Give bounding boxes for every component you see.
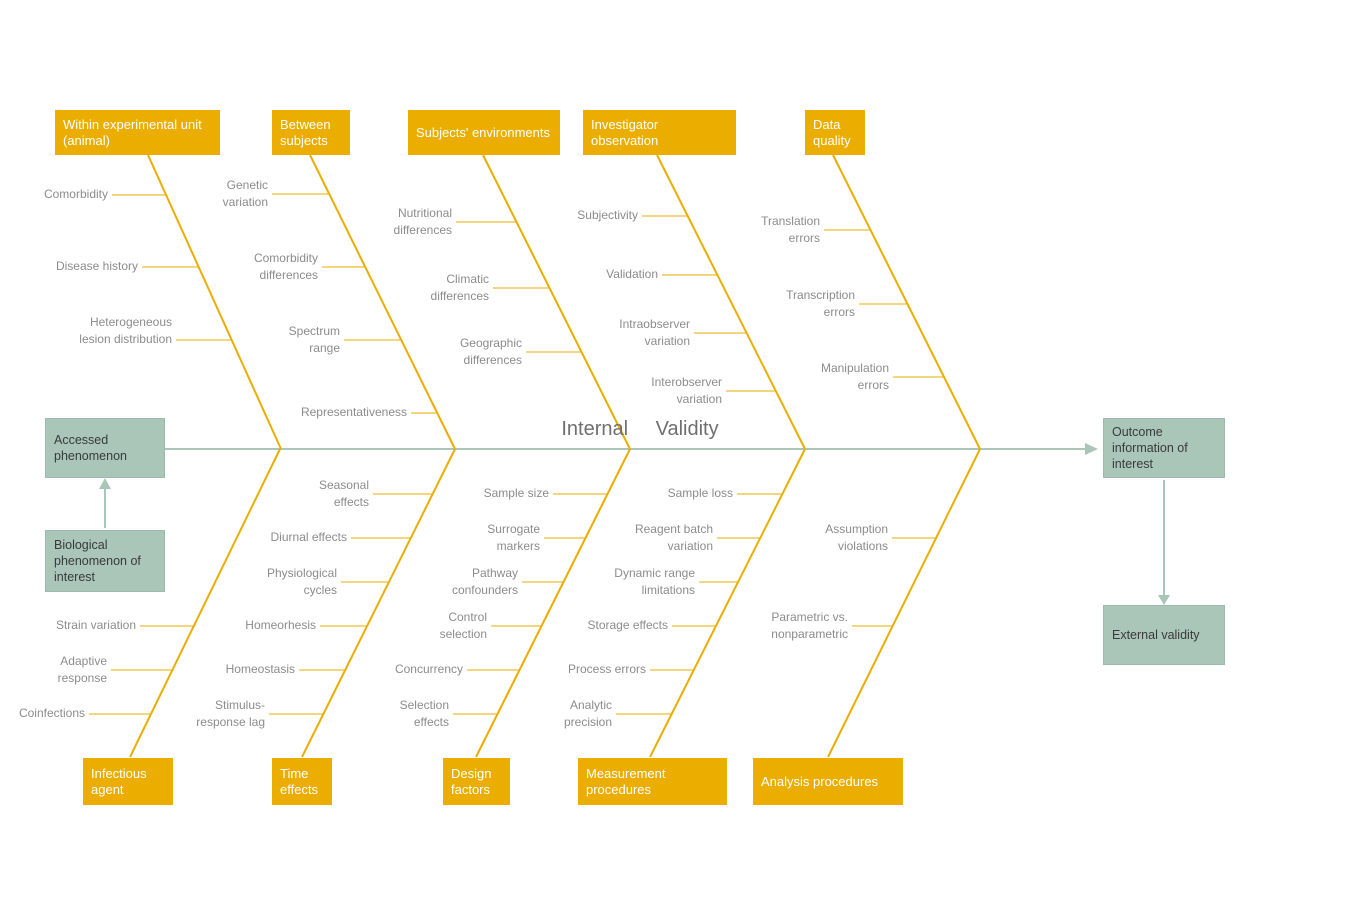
cause-pathway-confounders: Pathway confounders bbox=[451, 566, 518, 597]
node-external-validity: External validity bbox=[1103, 605, 1225, 665]
cause-representativeness: Representativeness bbox=[300, 405, 407, 419]
cause-strain-variation: Strain variation bbox=[55, 618, 136, 632]
cause-subjectivity: Subjectivity bbox=[577, 208, 638, 222]
cause-interobserver-variation: Interobserver variation bbox=[651, 375, 722, 406]
cause-dynamic-range-limitations: Dynamic range limitations bbox=[614, 566, 695, 597]
cause-disease-history: Disease history bbox=[55, 259, 138, 273]
category-between-subjects: Between subjects bbox=[272, 110, 350, 155]
node-biological-phenomenon: Biological phenomenon of interest bbox=[45, 530, 165, 592]
cause-analytic-precision: Analytic precision bbox=[563, 698, 612, 729]
cause-seasonal-effects: Seasonal effects bbox=[318, 478, 369, 509]
category-within-experimental-unit: Within experimental unit (animal) bbox=[55, 110, 220, 155]
up-arrowhead-icon bbox=[99, 478, 111, 489]
cause-selection-effects: Selection effects bbox=[399, 698, 449, 729]
cause-translation-errors: Translation errors bbox=[761, 214, 820, 245]
cause-sample-loss: Sample loss bbox=[667, 486, 733, 500]
node-outcome-information: Outcome information of interest bbox=[1103, 418, 1225, 478]
cause-control-selection: Control selection bbox=[439, 610, 487, 641]
cause-parametric-vs-nonparametric: Parametric vs. nonparametric bbox=[771, 610, 848, 641]
outcome-to-external-arrow bbox=[1158, 480, 1170, 605]
category-design-factors: Design factors bbox=[443, 758, 510, 805]
cause-concurrency: Concurrency bbox=[394, 662, 463, 676]
cause-geographic-differences: Geographic differences bbox=[459, 336, 522, 367]
cause-nutritional-differences: Nutritional differences bbox=[393, 206, 452, 237]
branch-lines-top bbox=[147, 154, 981, 450]
cause-surrogate-markers: Surrogate markers bbox=[487, 522, 540, 553]
category-measurement-procedures: Measurement procedures bbox=[578, 758, 727, 805]
cause-reagent-batch-variation: Reagent batch variation bbox=[634, 522, 713, 553]
cause-process-errors: Process errors bbox=[567, 662, 646, 676]
cause-spectrum-range: Spectrum range bbox=[288, 324, 340, 355]
cause-homeorhesis: Homeorhesis bbox=[245, 618, 316, 632]
spine-arrowhead-icon bbox=[1085, 443, 1098, 455]
cause-assumption-violations: Assumption violations bbox=[825, 522, 888, 553]
biological-to-accessed-arrow bbox=[99, 478, 111, 528]
category-subjects-environments: Subjects' environments bbox=[408, 110, 560, 155]
cause-comorbidity: Comorbidity bbox=[43, 187, 108, 201]
cause-storage-effects: Storage effects bbox=[587, 618, 669, 632]
cause-heterogeneous-lesion-distribution: Heterogeneous lesion distribution bbox=[79, 315, 172, 346]
category-infectious-agent: Infectious agent bbox=[83, 758, 173, 805]
cause-manipulation-errors: Manipulation errors bbox=[820, 361, 889, 392]
cause-sample-size: Sample size bbox=[483, 486, 549, 500]
down-arrowhead-icon bbox=[1158, 595, 1170, 605]
cause-stimulus-response-lag: Stimulus-response lag bbox=[196, 698, 265, 729]
category-time-effects: Time effects bbox=[272, 758, 332, 805]
cause-intraobserver-variation: Intraobserver variation bbox=[619, 317, 690, 348]
cause-leader-lines bbox=[89, 193, 944, 715]
cause-validation: Validation bbox=[606, 267, 658, 281]
cause-adaptive-response: Adaptive response bbox=[57, 654, 107, 685]
category-investigator-observation: Investigator observation bbox=[583, 110, 736, 155]
category-data-quality: Data quality bbox=[805, 110, 865, 155]
cause-diurnal-effects: Diurnal effects bbox=[270, 530, 347, 544]
branch-lines-bottom bbox=[129, 448, 981, 758]
cause-comorbidity-differences: Comorbidity differences bbox=[253, 251, 318, 282]
node-accessed-phenomenon: Accessed phenomenon bbox=[45, 418, 165, 478]
cause-coinfections: Coinfections bbox=[18, 706, 85, 720]
cause-homeostasis: Homeostasis bbox=[225, 662, 295, 676]
spine bbox=[165, 443, 1098, 455]
cause-transcription-errors: Transcription errors bbox=[786, 288, 855, 319]
category-analysis-procedures: Analysis procedures bbox=[753, 758, 903, 805]
cause-climatic-differences: Climatic differences bbox=[430, 272, 489, 303]
diagram-title: Internal Validity bbox=[561, 418, 719, 440]
cause-genetic-variation: Genetic variation bbox=[222, 178, 268, 209]
cause-physiological-cycles: Physiological cycles bbox=[266, 566, 337, 597]
